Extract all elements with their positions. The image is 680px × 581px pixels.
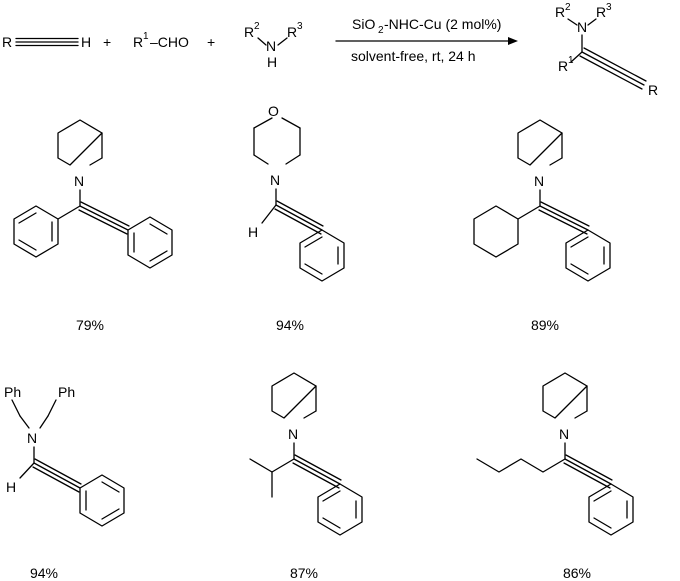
amine-h-label: H [267,54,277,70]
conditions-label: solvent-free, rt, 24 h [351,48,476,64]
butyl-chain [476,458,566,473]
phenyl-ring [13,205,59,258]
nitrogen-label: N [74,173,84,189]
phenyl-ring [565,229,611,282]
example-4: Ph Ph N H 94% [4,384,125,581]
yield-label: 94% [30,565,58,581]
hydrogen-label: H [6,479,16,495]
amine-r3-sup: 3 [297,21,303,32]
amine-n-label: N [266,38,276,54]
example-1: N 79% [13,119,173,333]
product-r-label: R [648,82,658,98]
catalyst-sub: 2 [378,25,384,36]
scheme-header: R H + R 1 –CHO + R 2 N R 3 H SiO 2 [2,2,658,98]
catalyst-label-b: -NHC-Cu (2 mol%) [384,16,501,32]
reaction-arrow: SiO 2 -NHC-Cu (2 mol%) solvent-free, rt,… [335,16,518,64]
plus-sign-1: + [103,34,111,50]
product-r2-sup: 2 [565,2,571,13]
amine-r3-label: R [287,24,297,40]
product-r2-label: R [555,4,565,20]
product-r1-sup: 1 [568,55,574,66]
yield-label: 89% [531,317,559,333]
amine-r2-sup: 2 [254,21,260,32]
yield-label: 87% [290,565,318,581]
hydrogen-label: H [248,224,258,240]
piperidine-ring [517,119,563,166]
yield-label: 94% [276,317,304,333]
phenyl-ring [299,229,345,282]
product-r3-sup: 3 [606,2,612,13]
product-general: R 2 N R 3 R 1 R [555,2,658,98]
phenyl-ring [317,483,363,536]
example-6: N 86% [476,372,634,581]
phenyl-ring [588,483,634,536]
nitrogen-label: N [534,173,544,189]
reactant-amine: R 2 N R 3 H [244,21,303,70]
catalyst-label-a: SiO [352,16,375,32]
product-n-label: N [577,19,587,35]
reactant-alkyne: R H [2,34,91,50]
product-r3-label: R [596,4,606,20]
aldehyde-r1-label: R [133,34,143,50]
example-5: N 87% [249,372,363,581]
aldehyde-r1-sup: 1 [143,31,149,42]
example-3: N 89% [473,119,611,333]
nitrogen-label: N [270,172,280,188]
piperidine-ring [57,119,103,166]
nitrogen-label: N [288,426,298,442]
piperidine-ring [542,372,588,419]
alkyne-r-label: R [2,34,12,50]
phenyl-label-1: Ph [4,384,21,400]
yield-label: 79% [76,317,104,333]
cyclohexyl-ring [473,205,519,258]
oxygen-label: O [268,103,279,119]
phenyl-ring [79,474,125,527]
yield-label: 86% [563,565,591,581]
alkyne-h-label: H [81,34,91,50]
reactant-aldehyde: R 1 –CHO [133,31,189,50]
product-r1-label: R [558,58,568,74]
nitrogen-label: N [27,430,37,446]
aldehyde-cho-label: –CHO [150,34,189,50]
example-2: O N H 94% [248,103,345,333]
arrow-head [508,37,518,45]
phenyl-label-2: Ph [58,384,75,400]
plus-sign-2: + [207,34,215,50]
piperidine-ring [271,372,317,419]
phenyl-ring [127,216,173,269]
nitrogen-label: N [559,426,569,442]
amine-r2-label: R [244,24,254,40]
